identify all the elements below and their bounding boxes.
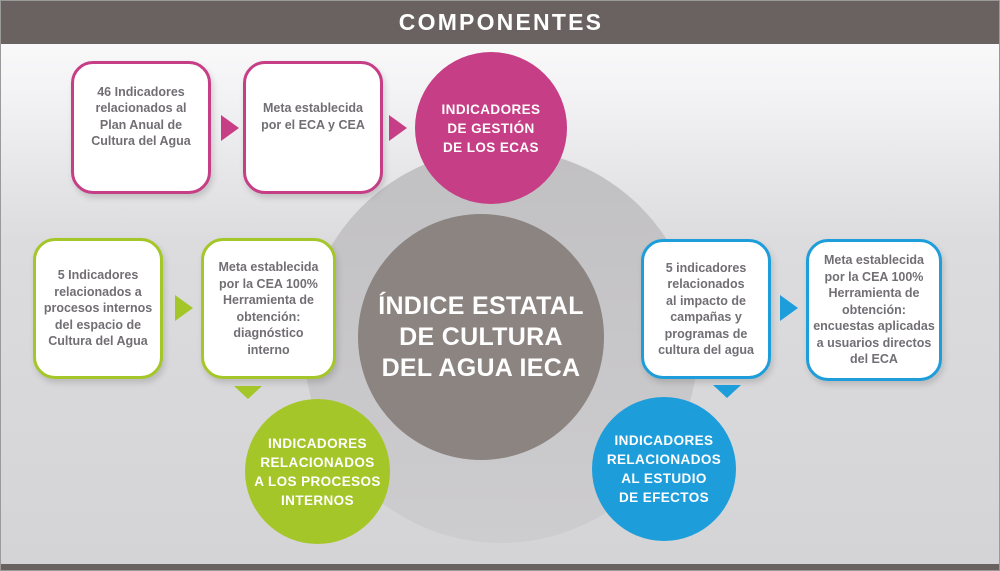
header-bar: COMPONENTES [1, 1, 999, 44]
footer-bar [1, 564, 999, 570]
arrow-right-icon [175, 295, 193, 321]
box-indicadores-procesos: 5 Indicadores relacionados a procesos in… [33, 238, 163, 379]
page-title: COMPONENTES [398, 9, 604, 35]
arrow-right-icon [221, 115, 239, 141]
box-meta-gestion-label: Meta establecida por el ECA y CEA [261, 101, 365, 132]
center-circle-label: ÍNDICE ESTATAL DE CULTURA DEL AGUA IECA [378, 291, 584, 382]
box-meta-efectos: Meta establecida por la CEA 100% Herrami… [806, 239, 942, 381]
box-meta-efectos-label: Meta establecida por la CEA 100% Herrami… [813, 253, 935, 367]
center-circle: ÍNDICE ESTATAL DE CULTURA DEL AGUA IECA [358, 214, 604, 460]
arrow-down-icon [713, 385, 741, 398]
box-indicadores-procesos-label: 5 Indicadores relacionados a procesos in… [43, 268, 153, 349]
box-indicadores-gestion-label: 46 Indicadores relacionados al Plan Anua… [91, 84, 191, 149]
arrow-right-icon [780, 295, 798, 321]
circle-gestion-label: INDICADORES DE GESTIÓN DE LOS ECAS [441, 101, 541, 155]
box-meta-gestion: Meta establecida por el ECA y CEA [243, 61, 383, 194]
arrow-right-icon [389, 115, 407, 141]
box-indicadores-gestion: 46 Indicadores relacionados al Plan Anua… [71, 61, 211, 194]
arrow-down-icon [234, 386, 262, 399]
